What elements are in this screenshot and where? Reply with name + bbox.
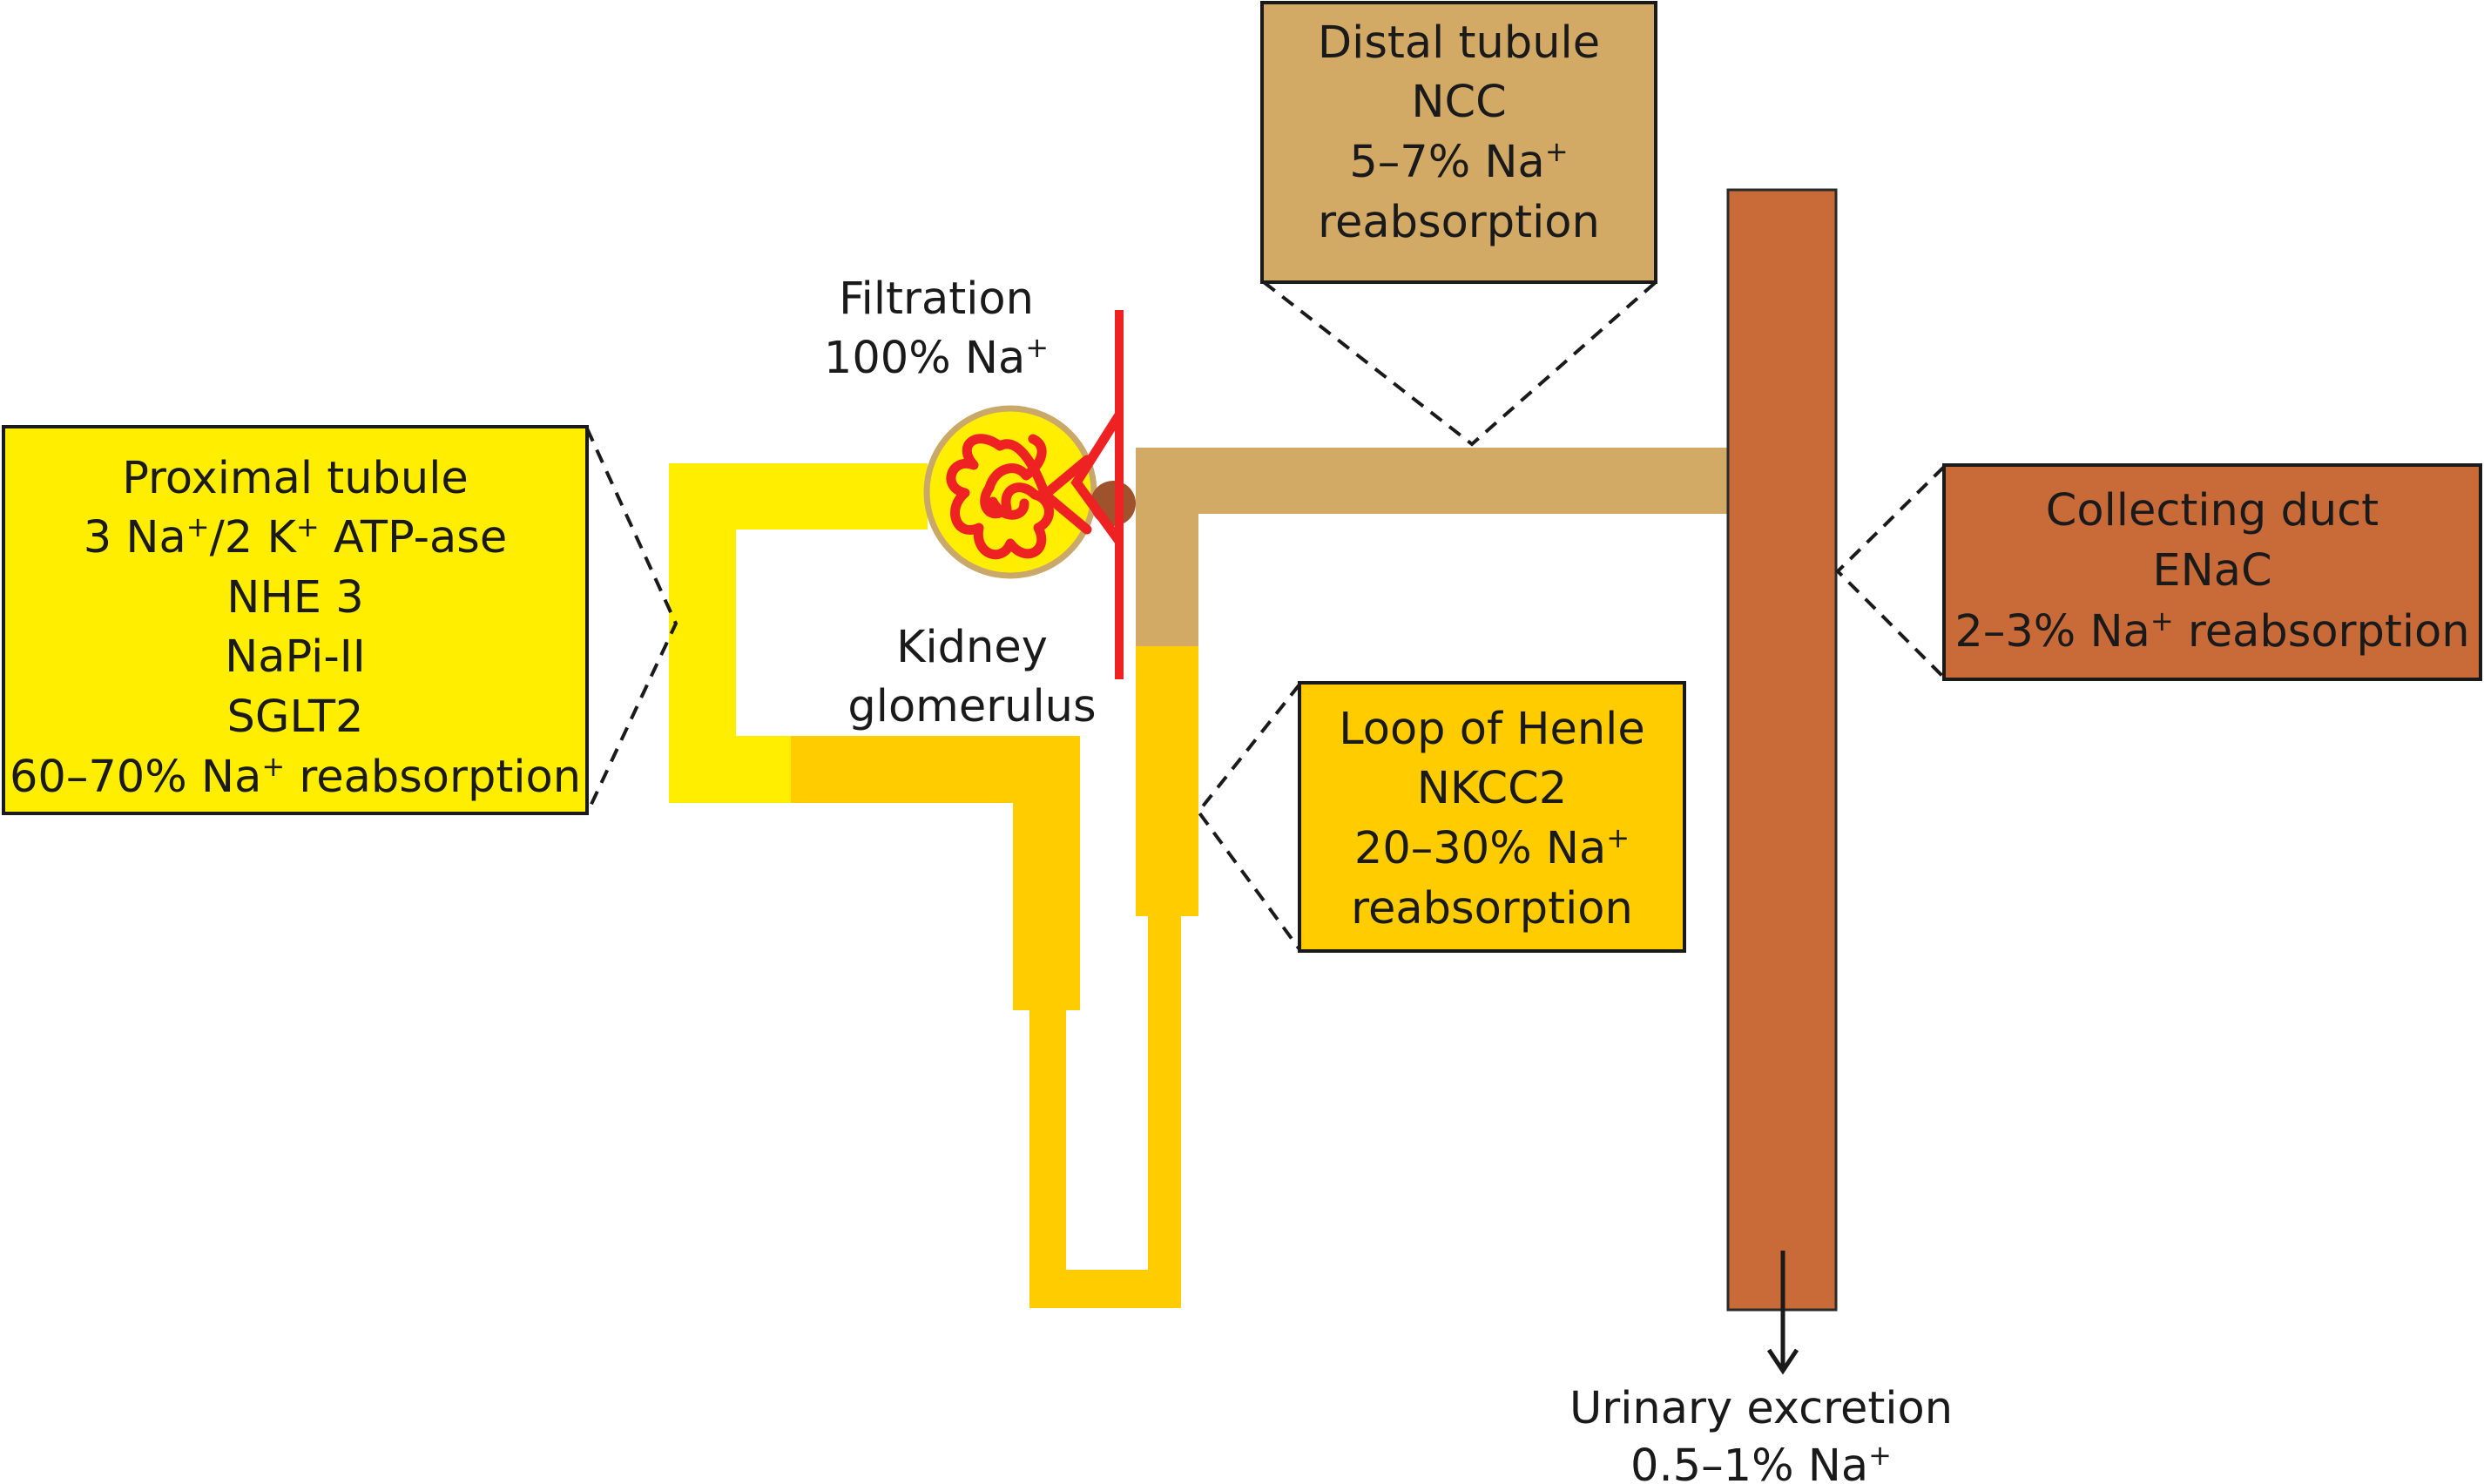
loop-descending-limb — [791, 736, 1080, 1010]
distal-reabsorption: reabsorption — [1318, 197, 1600, 248]
proximal-atpase: 3 Na+/2 K+ ATP-ase — [84, 510, 508, 563]
loop-title: Loop of Henle — [1339, 704, 1644, 755]
glomerulus-label-1: Kidney — [896, 622, 1048, 673]
excretion-arrow — [1766, 1251, 1799, 1375]
collecting-title: Collecting duct — [2046, 485, 2379, 536]
proximal-napi: NaPi-II — [225, 631, 366, 683]
proximal-title: Proximal tubule — [122, 453, 469, 504]
loop-leader — [1196, 683, 1301, 951]
loop-ascending-limb — [1136, 643, 1198, 916]
proximal-tubule-text: Proximal tubule 3 Na+/2 K+ ATP-ase NHE 3… — [10, 453, 581, 803]
leader-lines — [585, 280, 1946, 951]
proximal-nhe3: NHE 3 — [226, 572, 363, 624]
distal-tubule-text: Distal tubule NCC 5–7% Na+ reabsorption — [1318, 17, 1600, 248]
loop-percent: 20–30% Na+ — [1354, 821, 1630, 874]
loop-nkcc2: NKCC2 — [1417, 763, 1567, 814]
distal-tubule — [1136, 448, 1728, 646]
distal-ncc: NCC — [1411, 77, 1506, 128]
collecting-duct-text: Collecting duct ENaC 2–3% Na+ reabsorpti… — [1954, 485, 2469, 658]
collecting-reabsorption: 2–3% Na+ reabsorption — [1954, 604, 2469, 658]
capillary-connection — [1070, 411, 1124, 545]
filtration-label: Filtration — [839, 273, 1034, 325]
loop-thin-segment — [1029, 914, 1181, 1308]
proximal-tubule-box — [2, 425, 589, 815]
collecting-duct — [1726, 188, 1838, 1312]
glomerulus-capillary-tuft — [946, 434, 1092, 560]
loop-of-henle-box — [1298, 681, 1686, 953]
distal-percent: 5–7% Na+ — [1349, 135, 1568, 188]
collecting-duct-box — [1942, 463, 2482, 681]
collecting-enac: ENaC — [2152, 545, 2271, 597]
loop-of-henle-text: Loop of Henle NKCC2 20–30% Na+ reabsorpt… — [1339, 704, 1644, 934]
proximal-reabsorption: 60–70% Na+ reabsorption — [10, 750, 581, 803]
distal-title: Distal tubule — [1318, 17, 1600, 69]
distal-leader — [1262, 280, 1657, 447]
collecting-leader — [1835, 465, 1946, 679]
proximal-tubule — [669, 463, 928, 803]
filtration-barrier — [1115, 310, 1124, 679]
proximal-sglt2: SGLT2 — [227, 691, 364, 743]
filtration-value: 100% Na+ — [824, 331, 1049, 384]
excretion-value: 0.5–1% Na+ — [1630, 1439, 1892, 1484]
excretion-label: Urinary excretion — [1569, 1383, 1953, 1434]
glomerulus-label-2: glomerulus — [847, 681, 1096, 732]
loop-reabsorption: reabsorption — [1351, 883, 1633, 934]
proximal-leader — [585, 428, 678, 814]
distal-tubule-box — [1260, 1, 1657, 284]
